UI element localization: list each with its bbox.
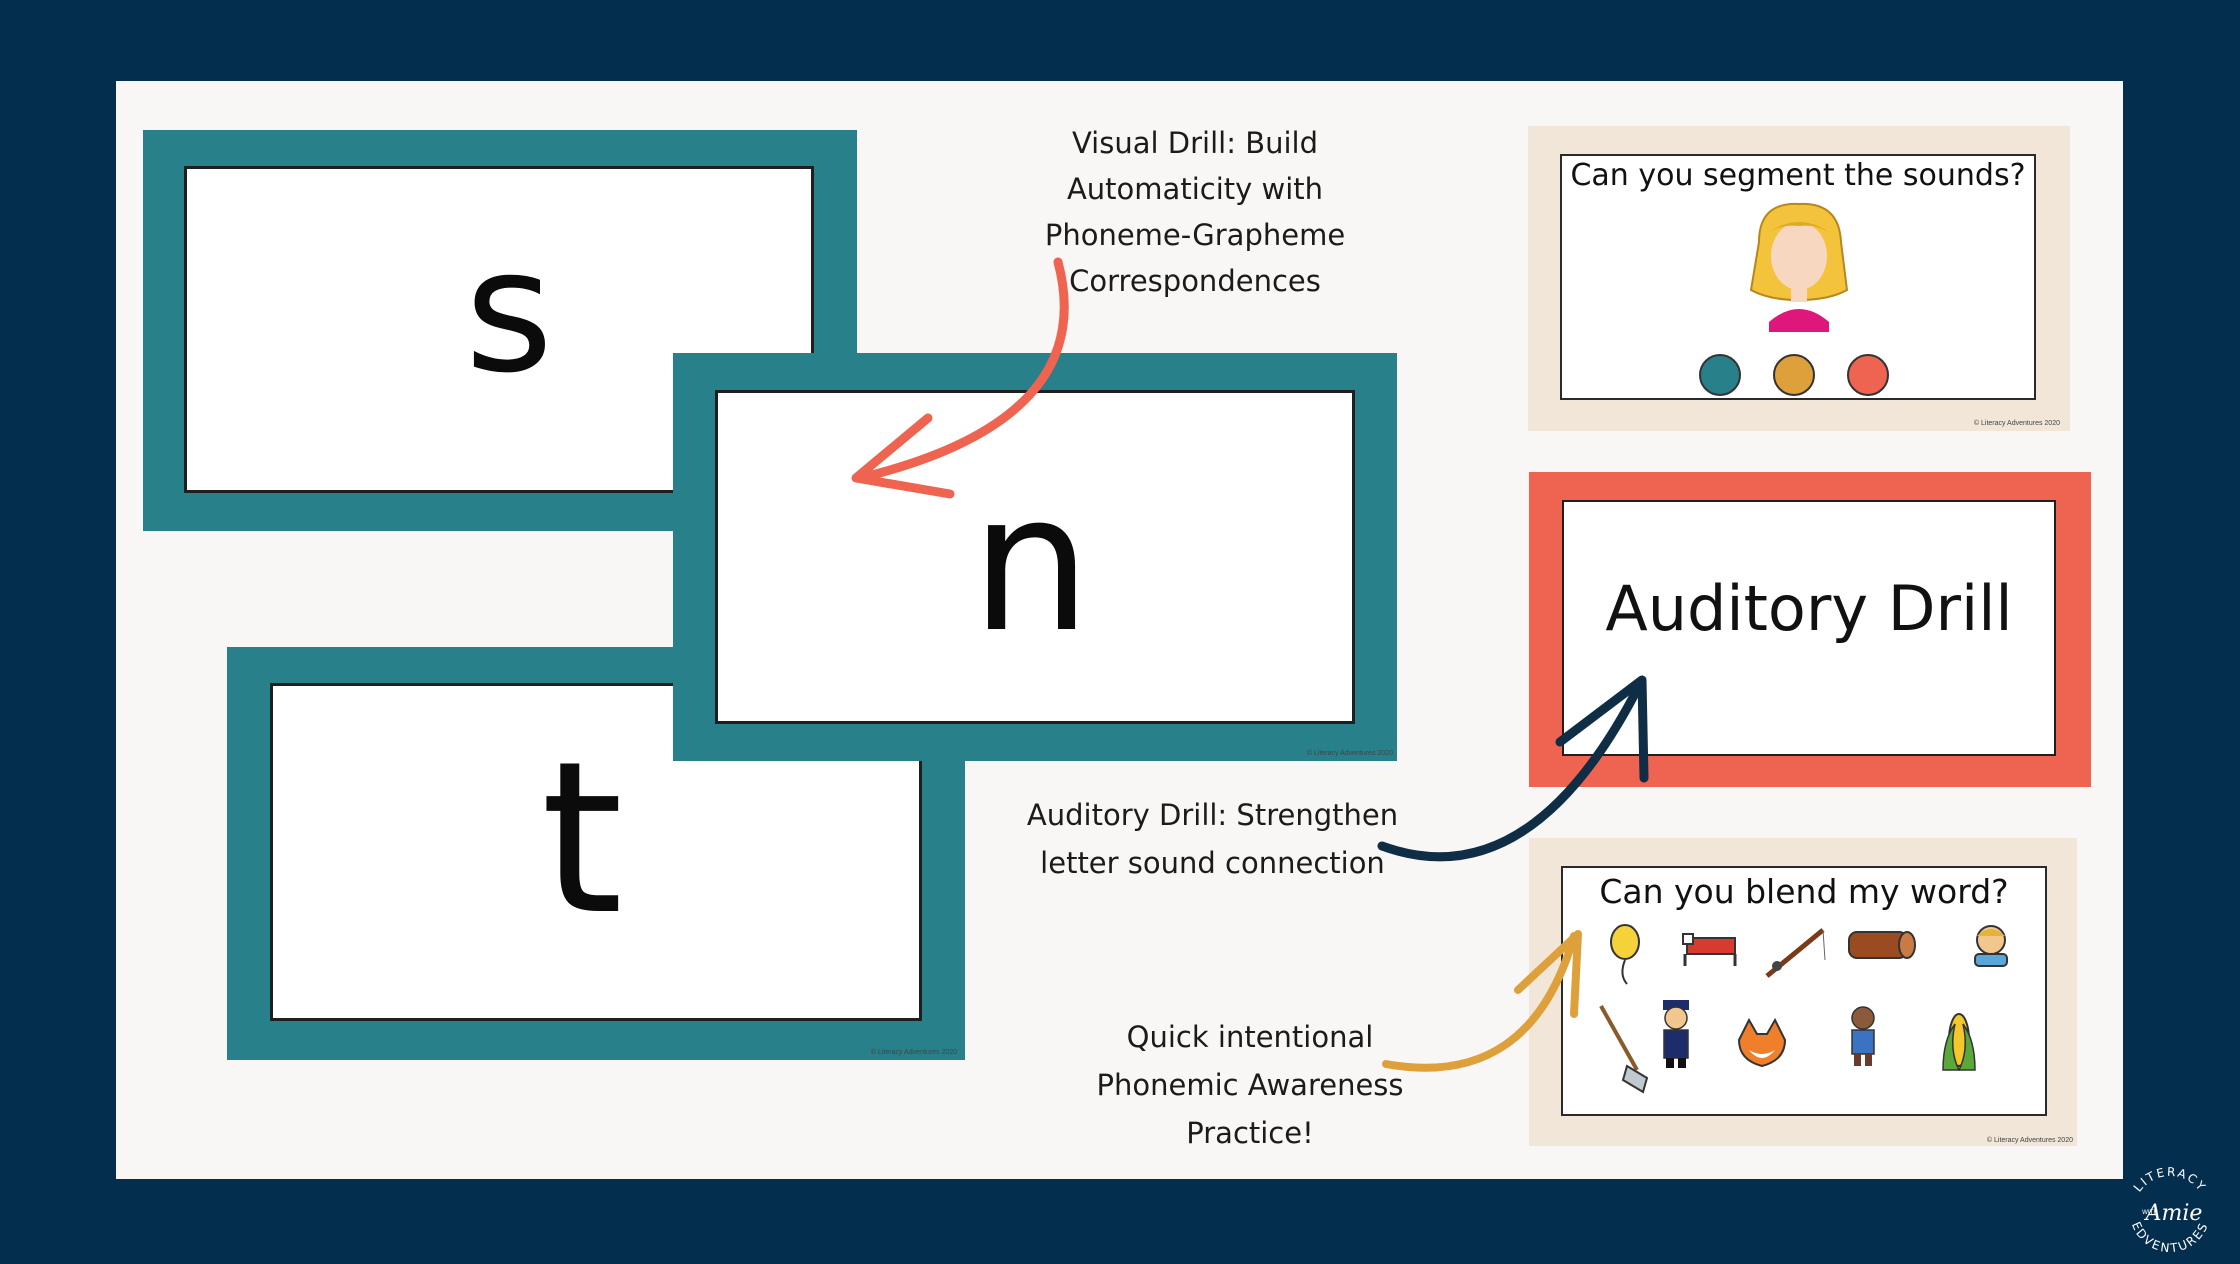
sound-dot [1847, 354, 1889, 396]
letter-card-t-face: t [270, 683, 922, 1021]
corn-icon [1942, 1013, 1976, 1071]
caption-line: Phonemic Awareness [1096, 1068, 1404, 1102]
copyright-text: © Literacy Adventures 2020 [1306, 750, 1393, 757]
balloon-icon [1610, 924, 1640, 985]
segment-slide: Can you segment the sounds? © Literacy A… [1528, 126, 2070, 431]
literacy-edventures-logo: LITERACY EDVENTURES WITH Amie [2120, 1160, 2220, 1260]
girl-face-icon [1749, 202, 1849, 332]
auditory-drill-caption: Auditory Drill: Strengthen letter sound … [1000, 791, 1425, 887]
police-officer-icon [1663, 1000, 1689, 1068]
bed-icon [1682, 933, 1737, 966]
fox-icon [1737, 1017, 1787, 1068]
blend-slide-title: Can you blend my word? [1599, 872, 2009, 911]
coral-arrow [851, 257, 1069, 499]
mop-icon [1599, 1005, 1649, 1094]
copyright-text: © Literacy Adventures 2020 [1986, 1137, 2073, 1144]
copyright-text: © Literacy Adventures 2020 [870, 1049, 957, 1056]
gold-arrow [1382, 930, 1582, 1072]
caption-line: Practice! [1186, 1116, 1314, 1150]
phonemic-caption: Quick intentional Phonemic Awareness Pra… [1080, 1013, 1420, 1157]
segment-slide-face: Can you segment the sounds? [1560, 154, 2036, 400]
fishing-rod-icon [1765, 928, 1826, 978]
caption-line: Phoneme-Grapheme [1044, 218, 1346, 252]
girl-icon [1974, 925, 2008, 967]
sound-dot [1699, 354, 1741, 396]
copyright-text: © Literacy Adventures 2020 [1973, 420, 2060, 427]
caption-line: Correspondences [1069, 264, 1321, 298]
segment-slide-title: Can you segment the sounds? [1570, 158, 2026, 193]
letter-s: s [464, 212, 554, 411]
blend-slide-face: Can you blend my word? [1561, 866, 2047, 1116]
logo-name-text: Amie [2144, 1201, 2203, 1226]
logo-with-text: WITH [2142, 1209, 2158, 1216]
letter-t: t [540, 715, 624, 961]
navy-arrow [1377, 675, 1649, 862]
logo-badge: LITERACY EDVENTURES WITH Amie [2129, 1165, 2209, 1256]
sound-dots [1699, 354, 1889, 396]
letter-n: n [970, 452, 1092, 674]
visual-drill-caption: Visual Drill: Build Automaticity with Ph… [1030, 120, 1360, 304]
sound-dot [1773, 354, 1815, 396]
log-icon [1848, 931, 1916, 959]
caption-line: Automaticity with [1066, 172, 1324, 206]
blend-slide: Can you blend my word? [1529, 838, 2077, 1146]
letter-card-s: s [143, 130, 857, 531]
logo-top-text: LITERACY [2131, 1165, 2207, 1195]
caption-line: Auditory Drill: Strengthen [1026, 798, 1399, 832]
caption-line: Quick intentional [1126, 1020, 1374, 1054]
svg-text:LITERACY: LITERACY [2131, 1165, 2209, 1195]
picture-grid [1599, 924, 2008, 1094]
child-icon [1851, 1006, 1875, 1066]
caption-line: Visual Drill: Build [1071, 126, 1318, 160]
letter-card-n: n © Literacy Adventures 2020 [673, 353, 1397, 761]
caption-line: letter sound connection [1040, 846, 1385, 880]
auditory-drill-title: Auditory Drill [1605, 571, 2013, 645]
